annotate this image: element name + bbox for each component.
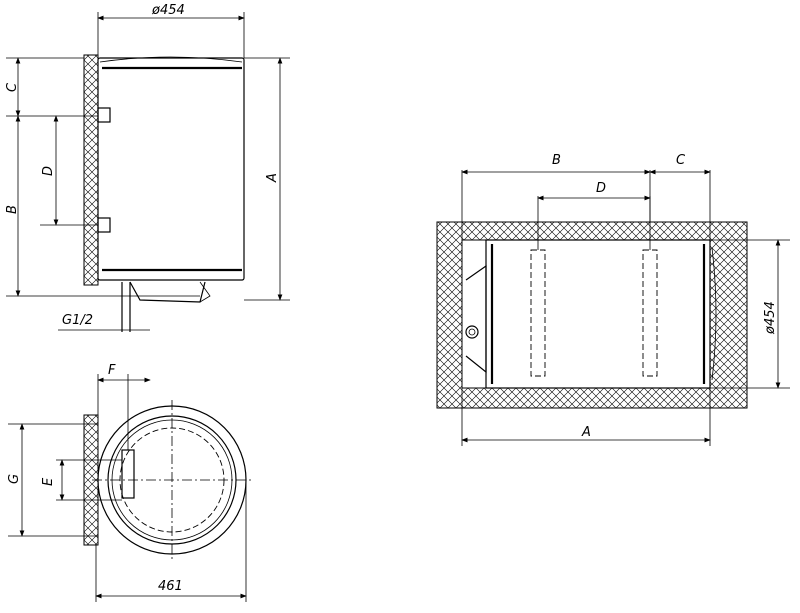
center-lines [92,400,252,560]
plan-label-a: A [581,425,591,440]
label-top-diameter: ø454 [151,3,185,18]
label-e: E [41,477,56,486]
plan-label-d: D [596,181,606,196]
plan-tank [485,239,711,389]
label-c: C [5,82,20,92]
control-box [129,281,206,303]
plan-knob [465,325,479,339]
label-pipe: G1/2 [62,313,93,328]
bottom-wall-hatch [83,414,99,546]
plan-control-side [465,264,487,374]
plan-label-c: C [676,153,686,168]
tank-top-curve [99,56,243,63]
label-g: G [7,474,22,484]
plan-view: B C D ø454 A [436,153,790,446]
control-box-side [199,281,211,303]
lower-bracket [97,217,111,233]
side-view: ø454 C B D A G1/2 [5,3,290,332]
label-a: A [265,173,280,183]
bottom-view: F G E 461 [7,363,252,602]
label-b: B [5,205,20,214]
pipe [121,282,131,332]
bottom-bracket [121,449,135,499]
tank-body [97,57,245,281]
wall-hatch [83,54,99,286]
plan-bracket-right [642,249,658,377]
plan-label-diameter: ø454 [763,301,778,335]
label-bottom-width: 461 [158,579,183,594]
plan-bracket-left [530,249,546,377]
upper-bracket [97,107,111,123]
plan-label-b: B [552,153,561,168]
label-d: D [41,166,56,176]
label-f: F [108,363,116,378]
